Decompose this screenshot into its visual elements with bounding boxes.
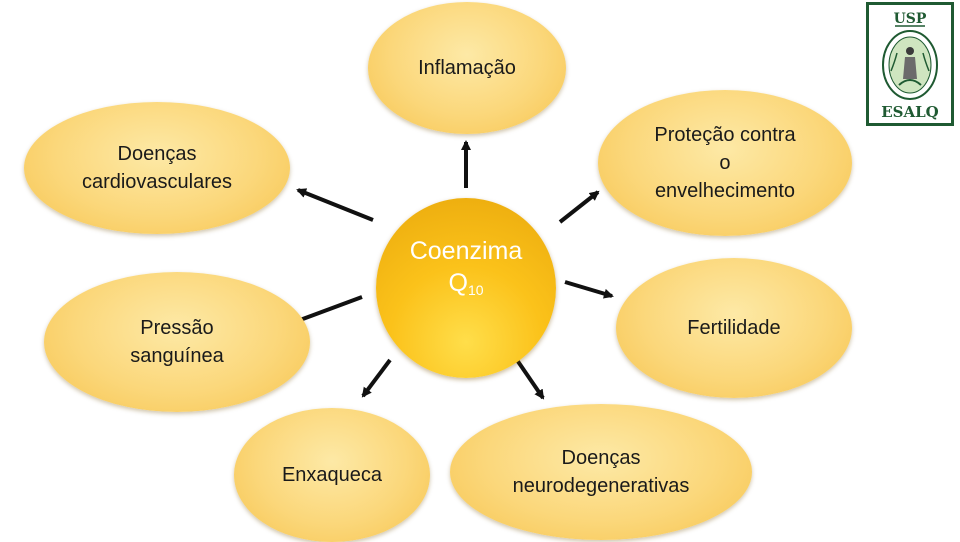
logo-bottom-text: ESALQ [881,103,939,121]
node-fertilidade: Fertilidade [616,258,852,398]
arrow-to-neuro [515,358,545,400]
node-neuro: Doenças neurodegenerativas [450,404,752,540]
arrow-to-protecao [558,190,600,224]
node-cardio: Doenças cardiovasculares [24,102,290,234]
arrow-to-enxaqueca [361,358,392,398]
node-pressao: Pressão sanguínea [44,272,310,412]
esalq-logo: USP ESALQ [866,2,954,126]
node-cardio-label: Doenças cardiovasculares [81,143,233,193]
node-inflamacao-label: Inflamação [418,57,516,79]
node-inflamacao: Inflamação [368,2,566,134]
node-neuro-label: Doenças neurodegenerativas [512,447,690,497]
center-subscript: 10 [467,281,484,298]
node-pressao-label: Pressão sanguínea [130,317,224,367]
arrow-to-pressao [290,295,363,325]
arrow-to-fertilidade [564,280,614,299]
node-enxaqueca: Enxaqueca [234,408,430,542]
node-protecao: Proteção contra o envelhecimento [598,90,852,236]
center-letter: Q [448,268,468,297]
center-label-q: Q10 [448,267,483,306]
center-label-main: Coenzima [409,236,523,265]
node-enxaqueca-label: Enxaqueca [281,464,383,486]
logo-top-text: USP [894,11,927,27]
node-fertilidade-label: Fertilidade [687,317,781,339]
arrow-to-cardio [296,188,374,222]
node-coenzima-q10: Coenzima Q10 [376,198,556,378]
esalq-logo-graphic: USP ESALQ [881,11,939,121]
node-protecao-label: Proteção contra o envelhecimento [654,124,796,202]
